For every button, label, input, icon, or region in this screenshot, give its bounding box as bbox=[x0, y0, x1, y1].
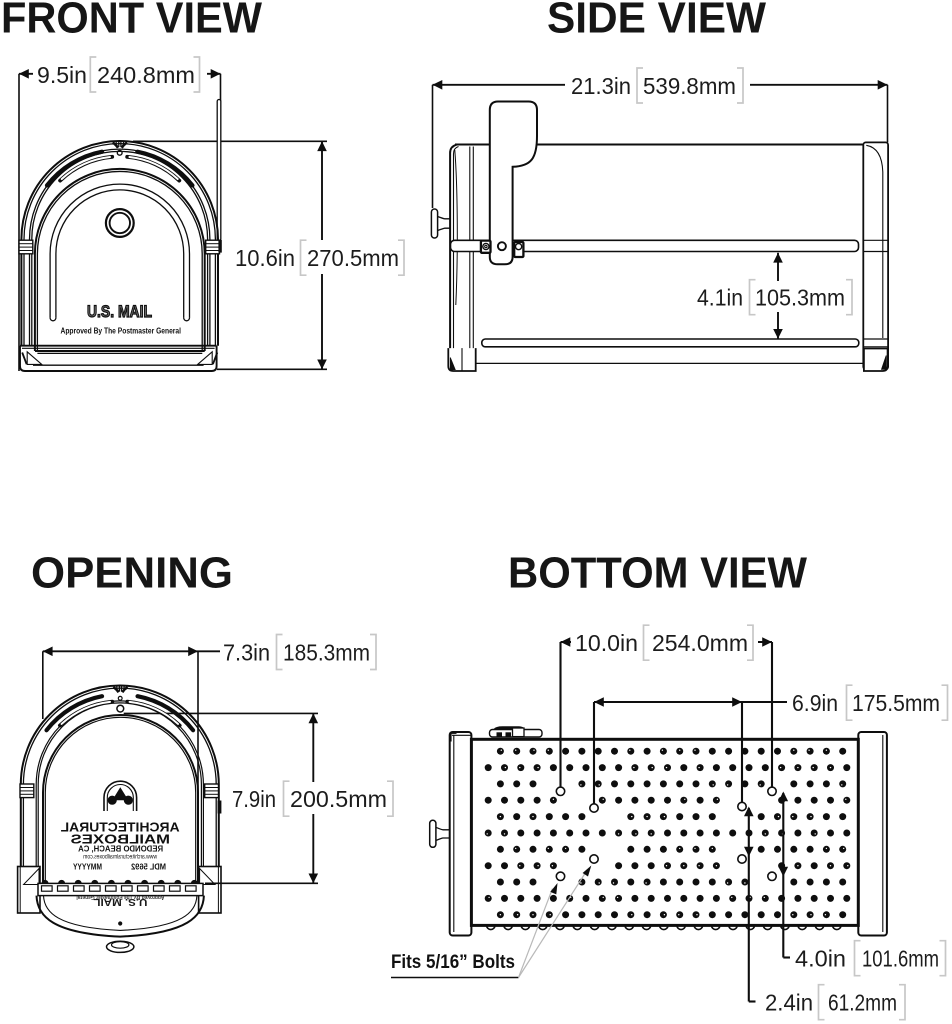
svg-text:MDL 5692: MDL 5692 bbox=[130, 863, 166, 872]
svg-text:Approved By The Postmaster Gen: Approved By The Postmaster General bbox=[76, 894, 164, 900]
svg-text:539.8mm: 539.8mm bbox=[643, 73, 736, 99]
svg-text:61.2mm: 61.2mm bbox=[828, 990, 897, 1016]
svg-text:SIDE VIEW: SIDE VIEW bbox=[547, 0, 766, 43]
svg-text:9.5in: 9.5in bbox=[37, 62, 87, 88]
svg-text:4.0in: 4.0in bbox=[795, 946, 846, 972]
svg-text:200.5mm: 200.5mm bbox=[290, 786, 387, 812]
svg-text:7.9in: 7.9in bbox=[232, 786, 276, 812]
svg-text:6.9in: 6.9in bbox=[792, 690, 838, 716]
svg-text:U.S. MAIL: U.S. MAIL bbox=[87, 302, 152, 321]
svg-text:REDONDO BEACH, CA: REDONDO BEACH, CA bbox=[78, 845, 163, 854]
svg-text:FRONT VIEW: FRONT VIEW bbox=[1, 0, 262, 43]
svg-text:254.0mm: 254.0mm bbox=[652, 630, 748, 656]
svg-text:ARCHITECTURAL: ARCHITECTURAL bbox=[61, 820, 180, 835]
svg-text:OPENING: OPENING bbox=[31, 549, 233, 598]
svg-text:4.1in: 4.1in bbox=[697, 285, 743, 311]
svg-text:21.3in: 21.3in bbox=[571, 73, 631, 99]
svg-text:240.8mm: 240.8mm bbox=[97, 62, 195, 88]
svg-text:10.6in: 10.6in bbox=[235, 245, 295, 271]
svg-text:Approved By The Postmaster Gen: Approved By The Postmaster General bbox=[61, 327, 182, 336]
svg-text:185.3mm: 185.3mm bbox=[283, 640, 370, 666]
svg-text:2.4in: 2.4in bbox=[765, 990, 813, 1016]
svg-text:Fits 5/16” Bolts: Fits 5/16” Bolts bbox=[391, 952, 515, 973]
svg-text:270.5mm: 270.5mm bbox=[307, 245, 399, 271]
svg-text:105.3mm: 105.3mm bbox=[755, 285, 845, 311]
svg-text:MMYYYY: MMYYYY bbox=[72, 863, 102, 872]
svg-text:10.0in: 10.0in bbox=[575, 630, 638, 656]
svg-text:BOTTOM VIEW: BOTTOM VIEW bbox=[508, 549, 807, 598]
svg-text:7.3in: 7.3in bbox=[223, 640, 270, 666]
svg-text:175.5mm: 175.5mm bbox=[852, 690, 940, 716]
svg-text:U.S. MAIL: U.S. MAIL bbox=[93, 896, 147, 907]
svg-text:www.architecturalmailboxes.com: www.architecturalmailboxes.com bbox=[83, 855, 158, 861]
svg-text:101.6mm: 101.6mm bbox=[862, 946, 939, 972]
svg-text:MAILBOXES: MAILBOXES bbox=[70, 832, 170, 847]
